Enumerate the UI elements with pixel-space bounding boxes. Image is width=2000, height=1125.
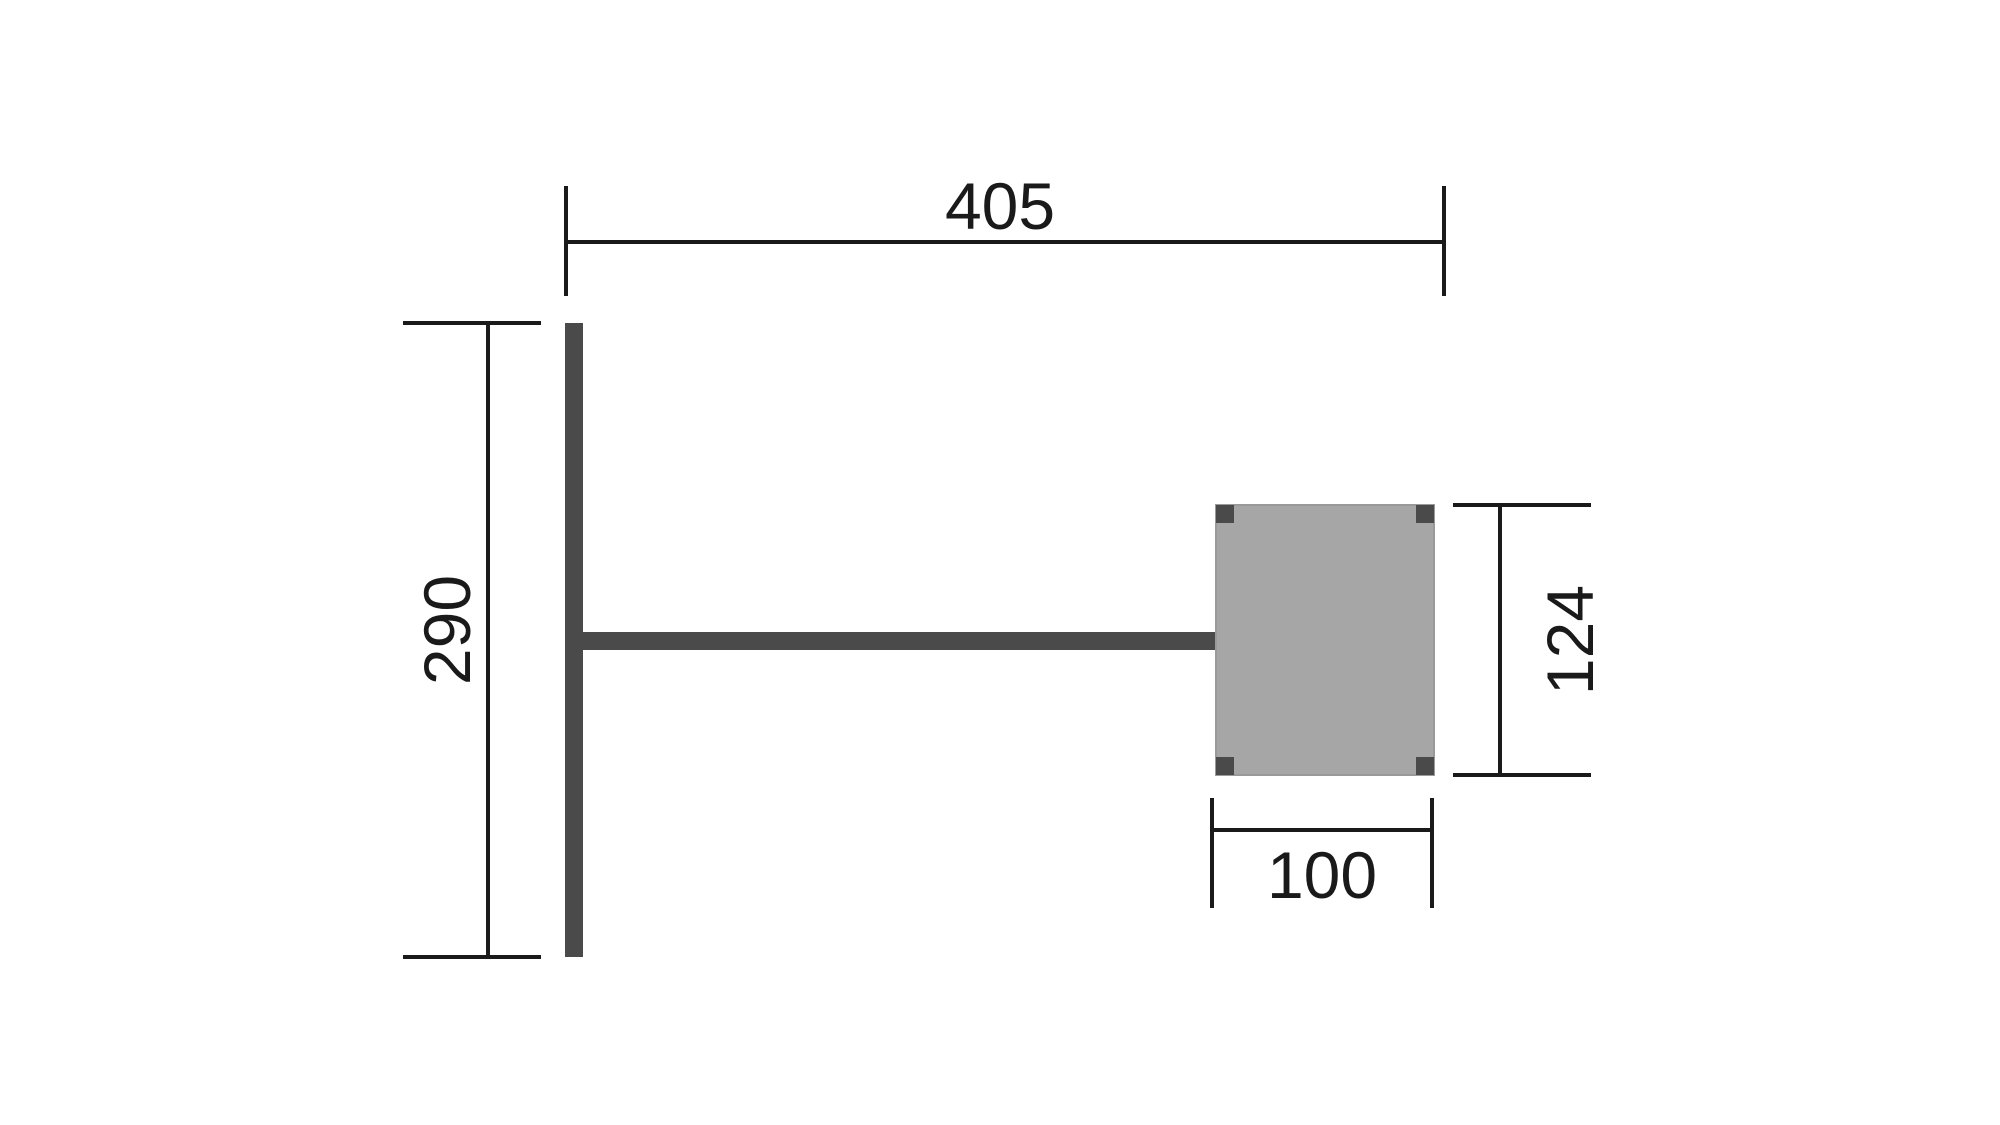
bottom-dimension: 100 (1210, 798, 1434, 912)
plate-corner-bottom-right (1416, 757, 1434, 775)
plate-corner-bottom-left (1216, 757, 1234, 775)
right-dimension: 124 (1453, 503, 1607, 777)
plate-corner-top-right (1416, 505, 1434, 523)
top-dimension-label: 405 (945, 169, 1055, 243)
top-dimension: 405 (564, 169, 1446, 296)
left-dimension: 290 (403, 321, 541, 959)
bottom-dimension-label: 100 (1267, 838, 1377, 912)
right-dimension-label: 124 (1533, 585, 1607, 695)
horizontal-beam (565, 632, 1233, 650)
plate (1215, 504, 1435, 776)
plate-corner-top-left (1216, 505, 1234, 523)
left-dimension-label: 290 (410, 575, 484, 685)
plate-group (1215, 504, 1435, 776)
